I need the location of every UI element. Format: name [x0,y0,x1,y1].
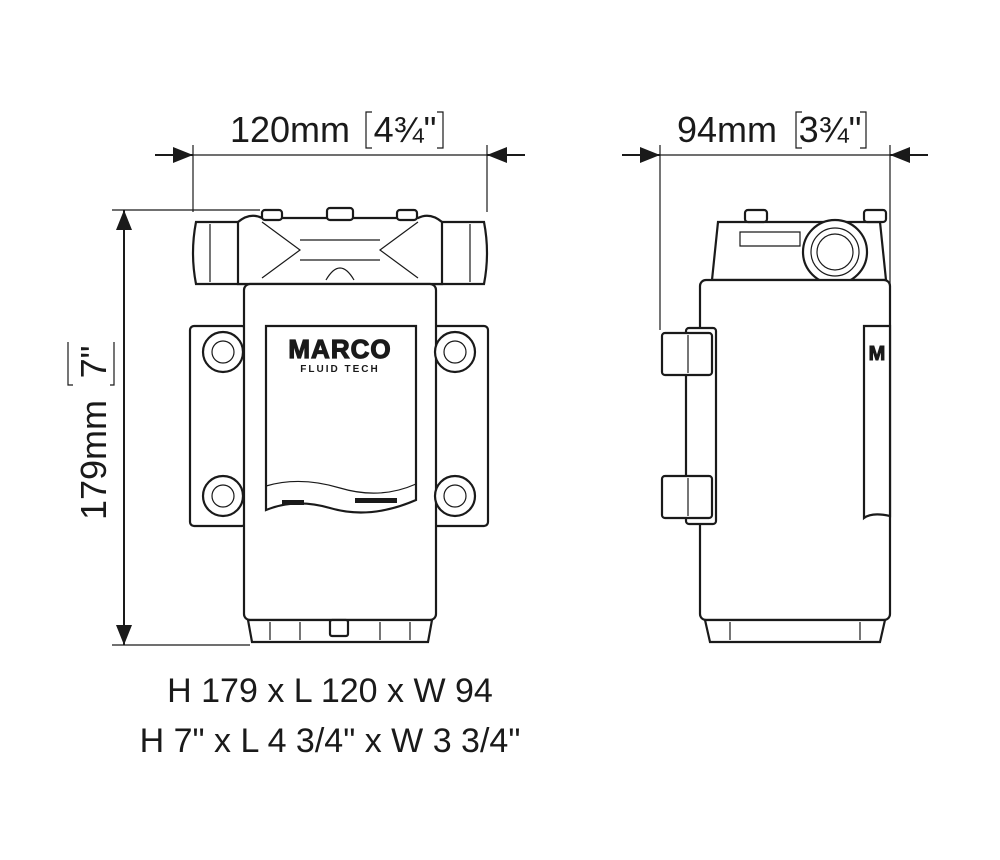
brand-logo: MARCO [288,334,391,364]
side-width-mm: 94mm [677,109,777,150]
svg-text:M: M [869,343,886,365]
height-inch: 7" [73,346,114,379]
front-width-inch: 4¾" [374,109,437,150]
height-dimension: 179mm 7" [67,209,260,646]
outlet-port [801,218,869,286]
mount-bolt [201,474,245,518]
height-mm: 179mm [73,400,114,520]
brand-sub: FLUID TECH [300,364,379,375]
caption-imperial: H 7" x L 4 3/4" x W 3 3/4" [139,722,521,760]
side-width-dimension: 94mm 3¾" [622,109,928,330]
front-width-mm: 120mm [230,109,350,150]
mount-bolt [433,474,477,518]
side-width-inch: 3¾" [799,109,862,150]
mount-bolt-side [660,331,714,377]
mount-bolt [433,330,477,374]
caption-metric: H 179 x L 120 x W 94 [167,672,493,710]
mount-bolt [201,330,245,374]
pump-side-view: M [660,208,892,644]
front-width-dimension: 120mm 4¾" [155,109,525,212]
pump-front-view: MARCO FLUID TECH [188,206,490,644]
mount-bolt-side [660,474,714,520]
